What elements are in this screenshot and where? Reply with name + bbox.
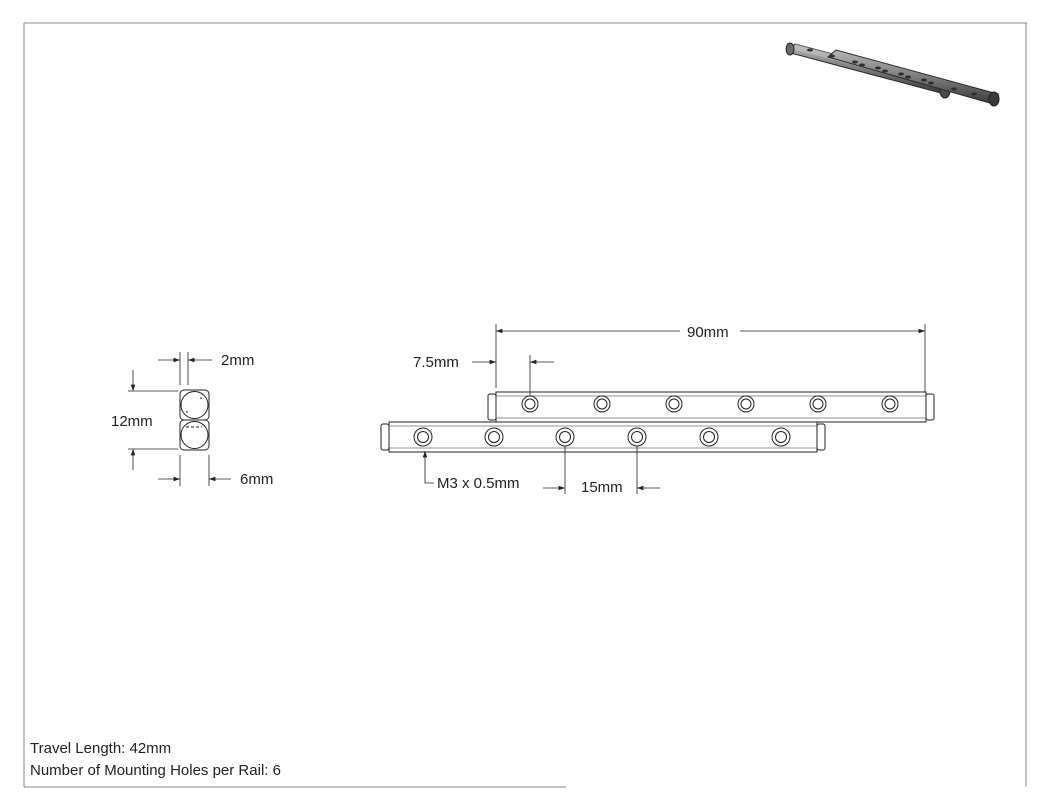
thread-callout-label: M3 x 0.5mm	[437, 475, 520, 492]
end-view	[128, 352, 231, 486]
gap-dimension-label: 2mm	[221, 352, 254, 369]
mounting-holes-note: Number of Mounting Holes per Rail: 6	[30, 762, 281, 779]
side-view-dimensions	[422, 324, 926, 494]
overall-length-label: 90mm	[687, 324, 729, 341]
isometric-rail-render	[785, 42, 1000, 107]
drawing-border	[23, 22, 1027, 788]
end-offset-label: 7.5mm	[413, 354, 459, 371]
width-dimension-label: 6mm	[240, 471, 273, 488]
travel-length-note: Travel Length: 42mm	[30, 740, 172, 757]
upper-rail	[487, 391, 935, 423]
hole-pitch-label: 15mm	[581, 479, 623, 496]
lower-rail	[380, 421, 826, 453]
height-dimension-label: 12mm	[111, 413, 153, 430]
